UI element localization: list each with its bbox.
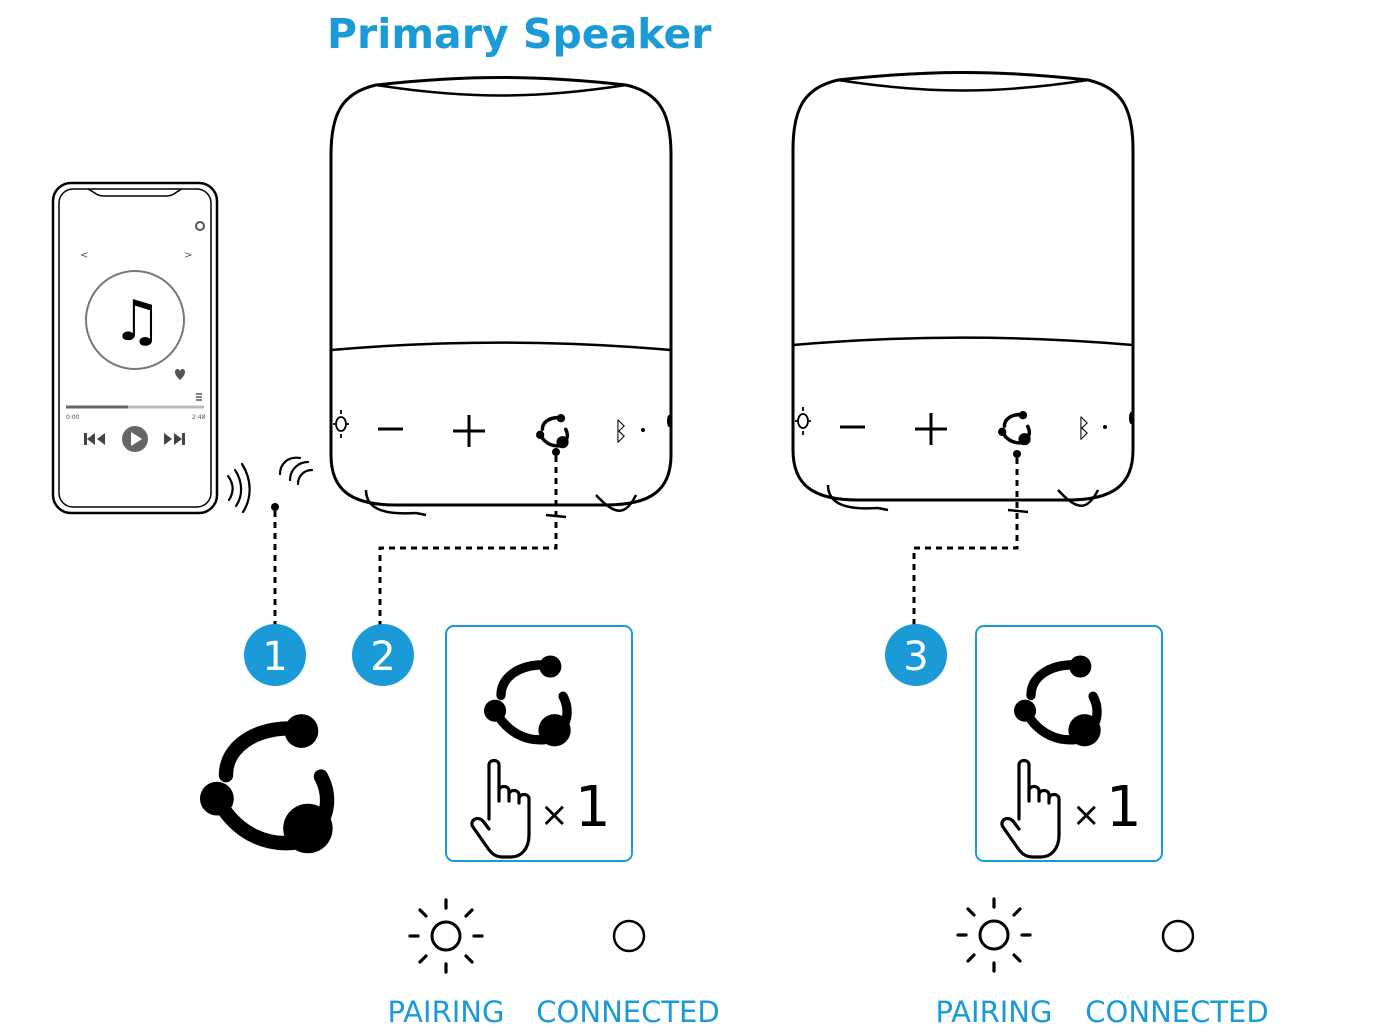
svg-text:>: > <box>184 250 192 261</box>
led-solid-icon <box>612 919 646 953</box>
music-note-icon: ♫ <box>112 289 162 354</box>
led-blinking-icon <box>956 897 1032 973</box>
secondary-speaker <box>791 71 1135 514</box>
step-badge-1: 1 <box>244 624 306 686</box>
light-icon <box>333 410 349 438</box>
connected-label: CONNECTED <box>1085 995 1268 1029</box>
step-number: 1 <box>262 634 287 680</box>
bluetooth-icon: ᛒ <box>1076 414 1092 444</box>
led-blinking-icon <box>408 898 484 974</box>
wireless-signal-icon <box>226 456 314 514</box>
step-badge-2: 2 <box>352 624 414 686</box>
pairing-label: PAIRING <box>936 995 1053 1029</box>
volume-up-icon <box>915 413 947 445</box>
led-solid-icon <box>1161 919 1195 953</box>
step-number: 2 <box>370 634 395 680</box>
primary-speaker-buttons: ᛒ <box>333 410 671 451</box>
step-badge-3: 3 <box>885 624 947 686</box>
next-icon <box>164 433 185 445</box>
multiplier-symbol: × <box>1072 795 1101 835</box>
connected-label: CONNECTED <box>536 995 719 1029</box>
multiplier-symbol: × <box>540 795 569 835</box>
pairing-label: PAIRING <box>388 995 505 1029</box>
previous-icon <box>84 433 105 445</box>
phone-time-total: 2:48 <box>192 414 206 421</box>
press-count: 1 <box>1106 775 1142 840</box>
secondary-speaker-buttons: ᛒ <box>795 407 1133 448</box>
primary-speaker <box>329 76 673 519</box>
phone-icon: < > ♫ 0:00 2:48 <box>51 181 219 515</box>
step-number: 3 <box>903 634 928 680</box>
party-link-icon <box>200 714 333 853</box>
press-instruction-box: × 1 <box>975 625 1163 862</box>
light-icon <box>795 407 811 435</box>
press-count: 1 <box>575 775 611 840</box>
diagram-title: Primary Speaker <box>327 10 712 58</box>
svg-text:<: < <box>80 250 88 261</box>
bluetooth-icon: ᛒ <box>613 417 629 447</box>
phone-time-elapsed: 0:00 <box>66 414 80 421</box>
press-instruction-box: × 1 <box>445 625 633 862</box>
volume-up-icon <box>453 415 485 447</box>
